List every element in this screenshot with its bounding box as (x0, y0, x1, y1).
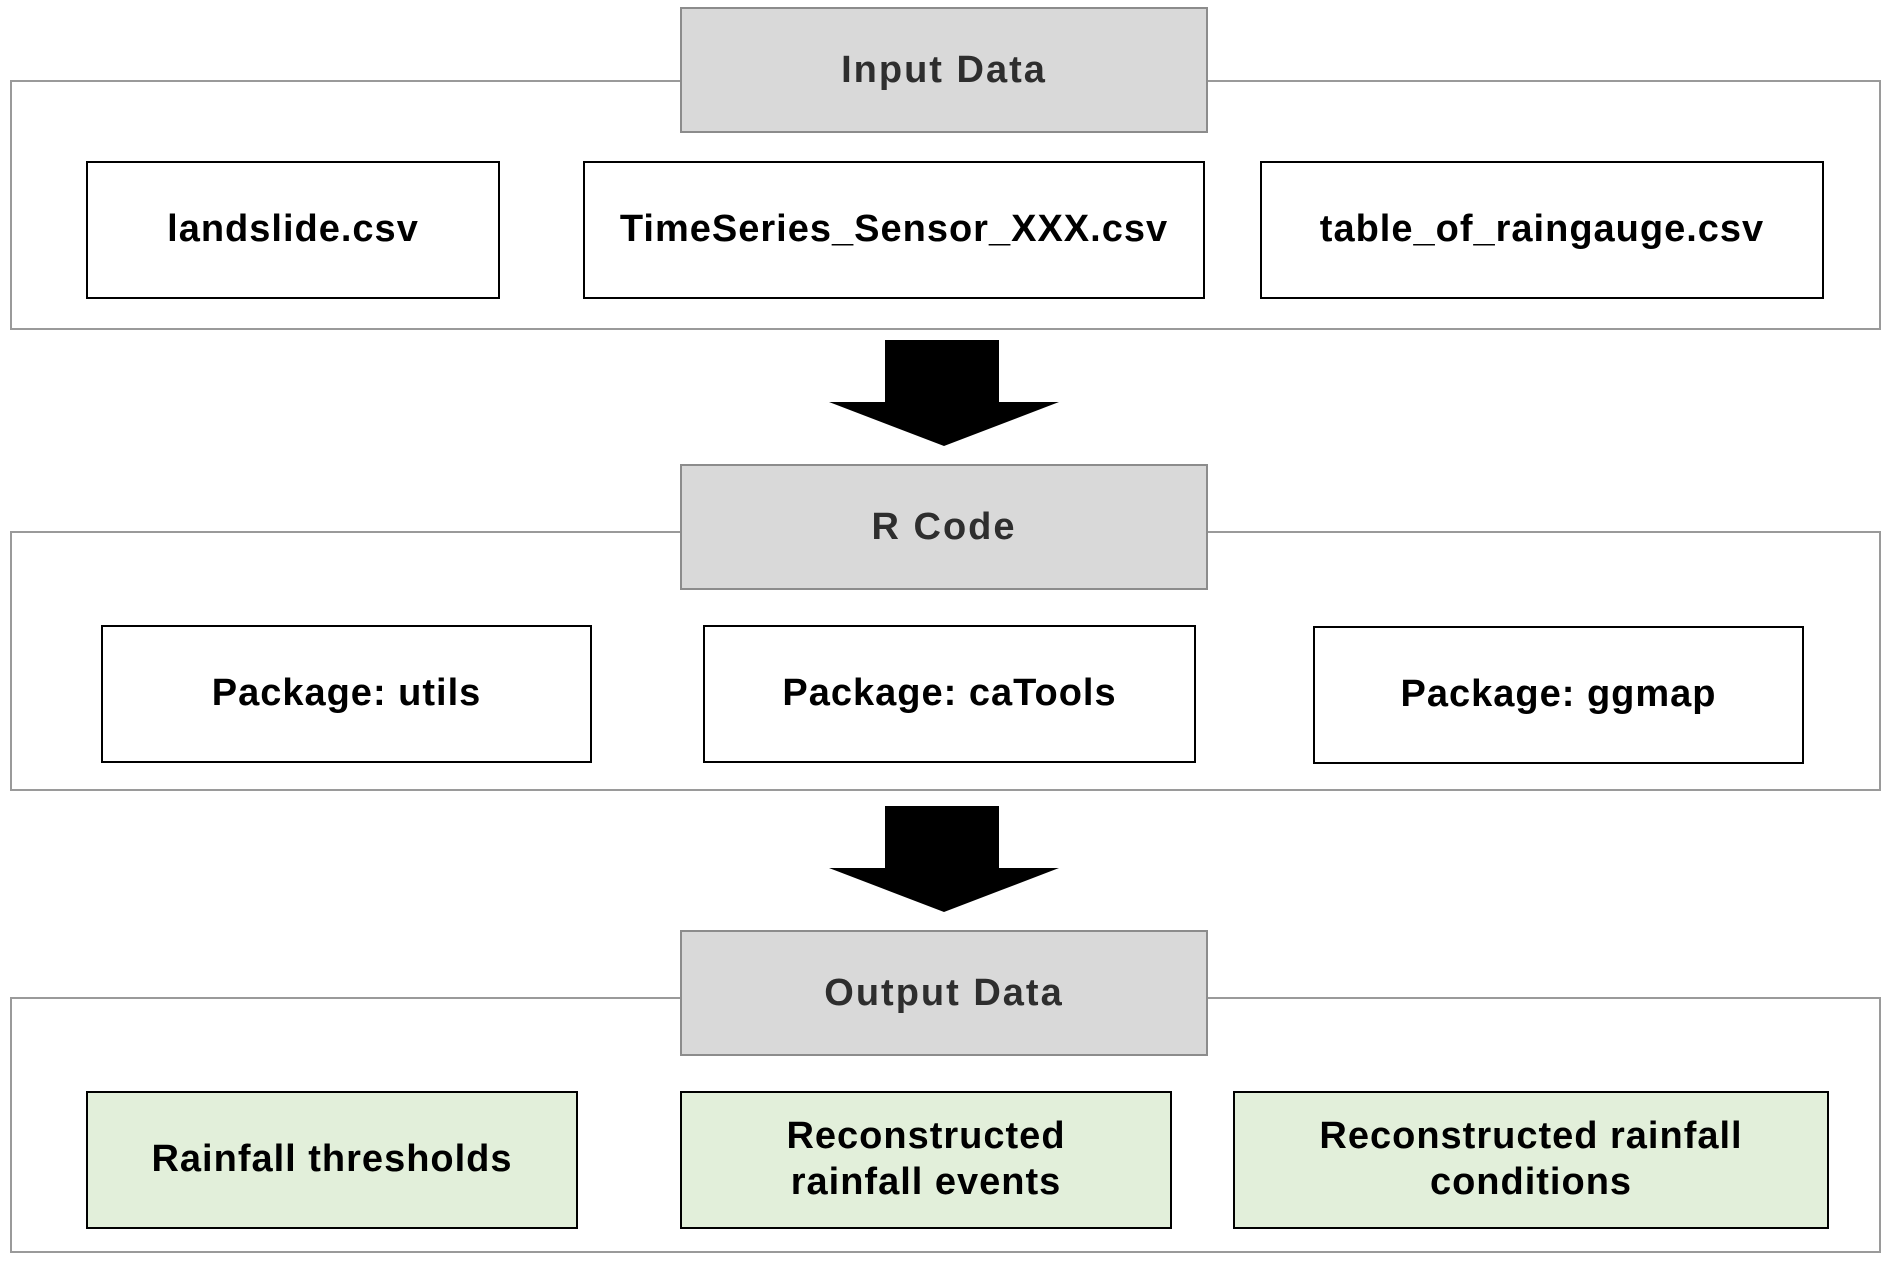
r-code-header: R Code (680, 464, 1208, 590)
package-catools: Package: caTools (703, 625, 1196, 763)
output-reconstructed-rainfall-conditions: Reconstructed rainfall conditions (1233, 1091, 1829, 1229)
output-reconstructed-rainfall-events: Reconstructed rainfall events (680, 1091, 1172, 1229)
down-arrow-icon (829, 340, 1059, 446)
down-arrow-icon (829, 806, 1059, 912)
package-ggmap: Package: ggmap (1313, 626, 1804, 764)
package-utils: Package: utils (101, 625, 592, 763)
input-file-landslide: landslide.csv (86, 161, 500, 299)
input-data-header: Input Data (680, 7, 1208, 133)
output-rainfall-thresholds: Rainfall thresholds (86, 1091, 578, 1229)
input-file-timeseries-sensor: TimeSeries_Sensor_XXX.csv (583, 161, 1205, 299)
input-file-raingauge-table: table_of_raingauge.csv (1260, 161, 1824, 299)
output-data-header: Output Data (680, 930, 1208, 1056)
